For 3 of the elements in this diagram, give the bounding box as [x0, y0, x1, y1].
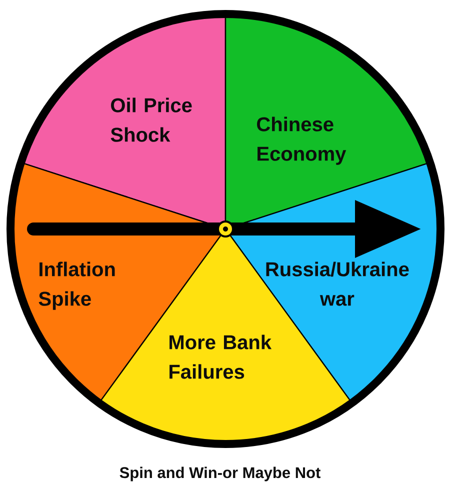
wheel-sector: Oil Price Shock: [20, 13, 226, 230]
caption: Spin and Win-or Maybe Not: [120, 466, 320, 482]
wheel-sector: Chinese Economy: [224, 13, 431, 230]
